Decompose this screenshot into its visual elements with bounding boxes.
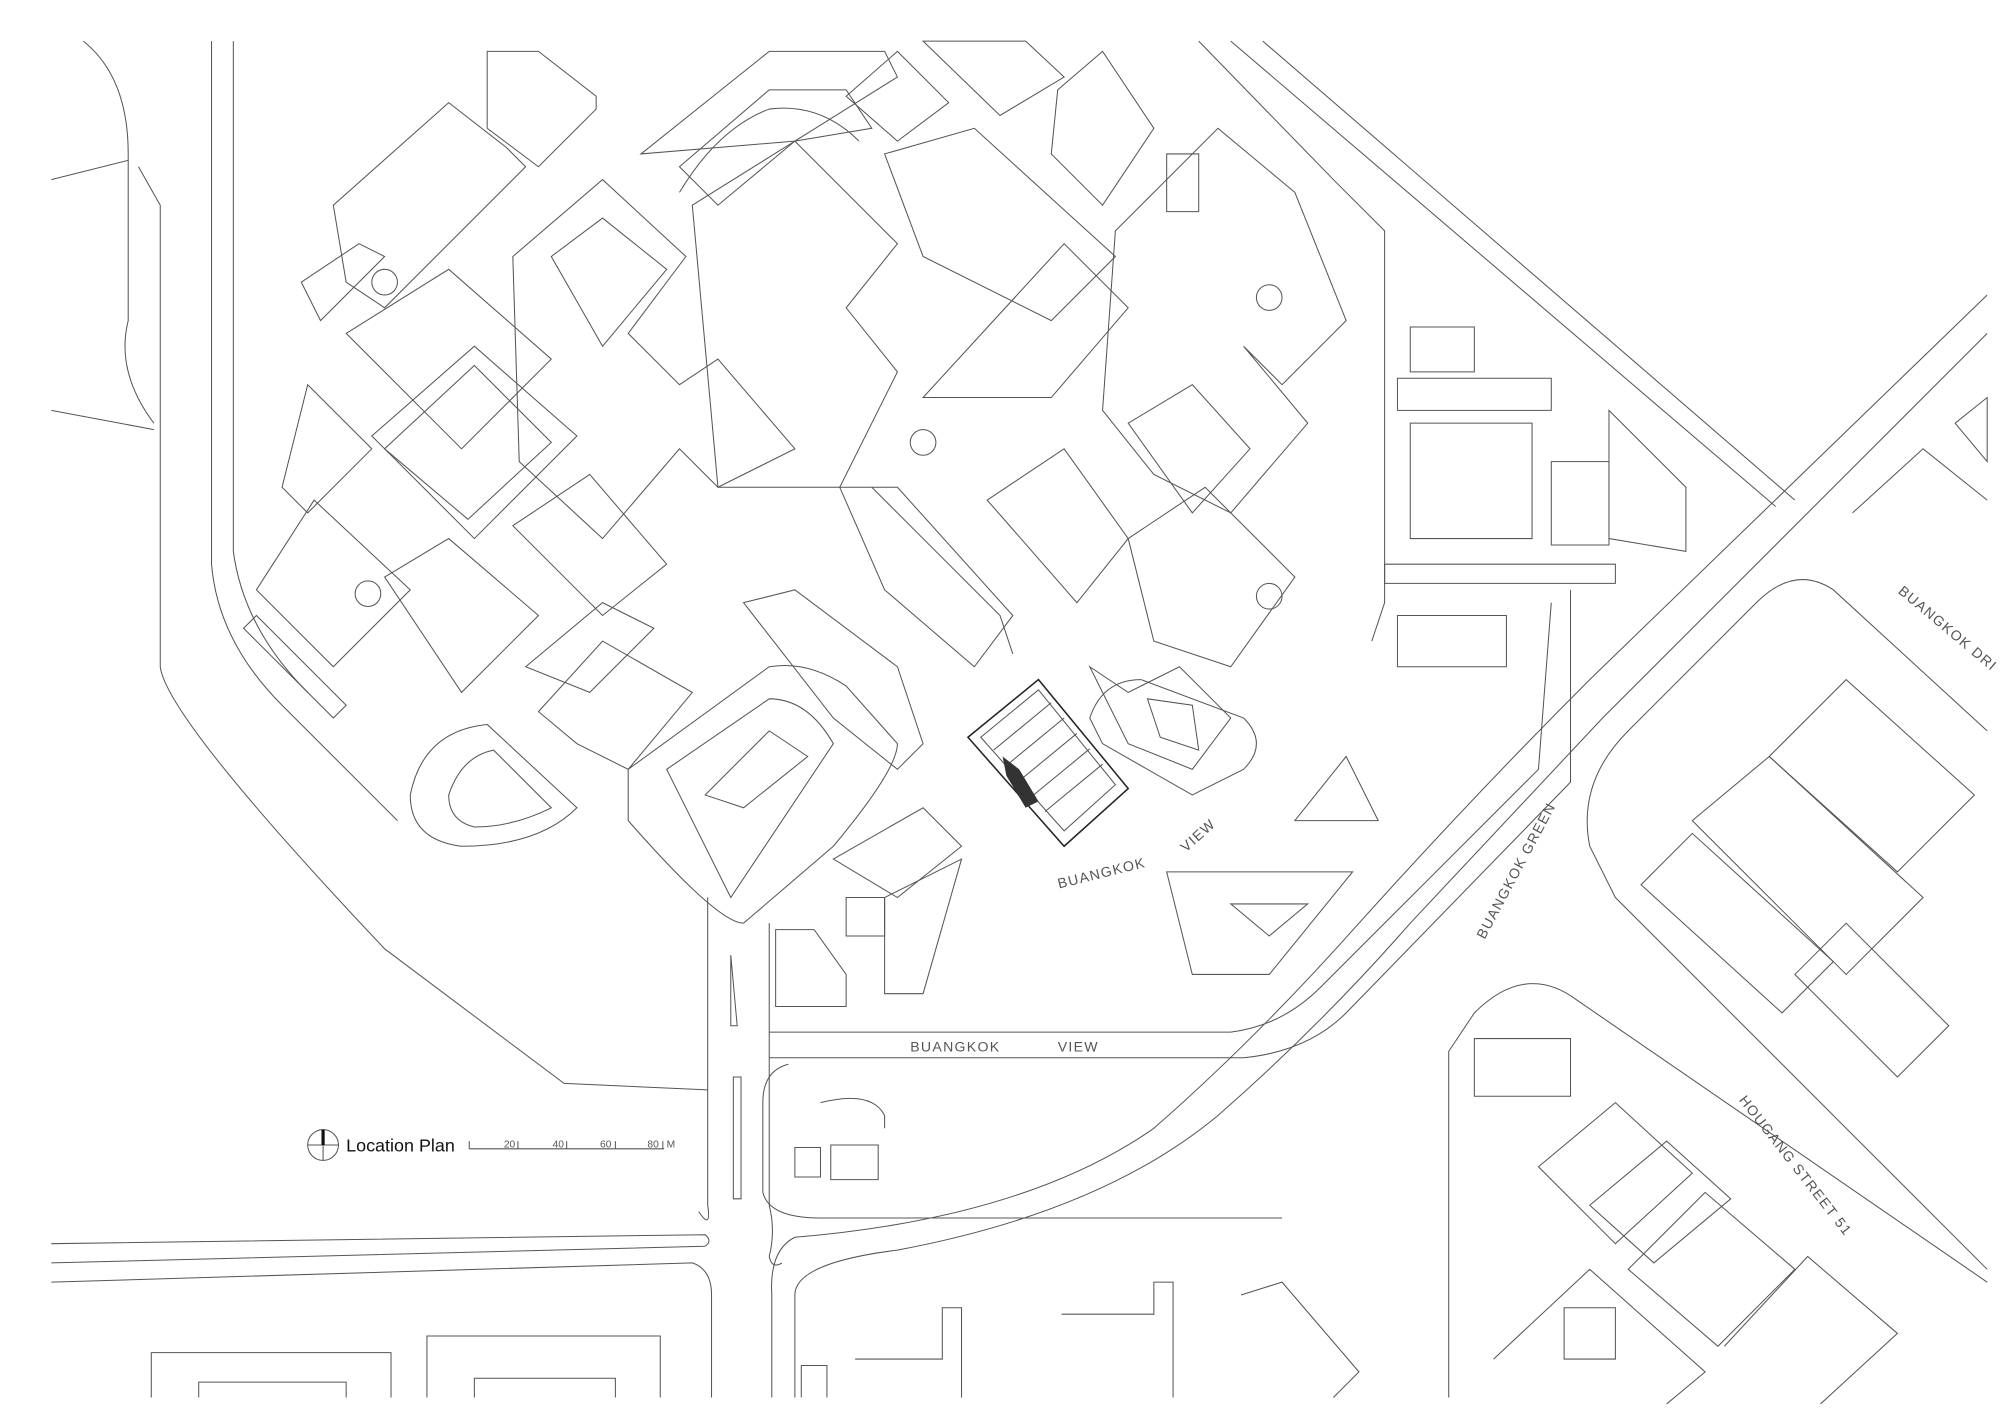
parking-rings	[409, 107, 1257, 924]
scale-tick-label: 20	[504, 1140, 516, 1151]
blocks-south	[150, 1281, 1360, 1398]
scale-tick-label: 80	[647, 1140, 659, 1151]
street-label-buangkok-view: VIEW	[1177, 815, 1218, 854]
street-label-buangkok-green: BUANGKOK GREEN	[1473, 800, 1558, 942]
housing-blocks-east	[1493, 396, 1988, 1405]
street-label-buangkok-view: BUANGKOK	[910, 1038, 1000, 1054]
street-label-buangkok-view: VIEW	[1058, 1038, 1099, 1054]
scale-tick-label: 40	[553, 1140, 565, 1151]
street-label-buangkok-drive: BUANGKOK DRI	[1896, 582, 2000, 674]
scale-tick-label: 60	[600, 1140, 612, 1151]
street-label-buangkok-view: BUANGKOK	[1056, 854, 1147, 891]
campus-buildings	[242, 40, 1347, 771]
site-building-highlight	[966, 678, 1130, 848]
side-blocks	[775, 326, 1687, 1181]
scale-bar: 20 40 60 80 M	[468, 1140, 676, 1151]
roundabouts	[354, 268, 1283, 610]
legend: Location Plan 20 40 60 80 M	[307, 1129, 676, 1161]
roads	[51, 40, 1988, 1398]
street-label-hougang-street-51: HOUGANG STREET 51	[1736, 1092, 1855, 1239]
legend-title: Location Plan	[346, 1135, 455, 1155]
street-labels: BUANGKOK VIEW BUANGKOK VIEW BUANGKOK GRE…	[910, 582, 2000, 1238]
north-arrow-icon	[307, 1129, 339, 1161]
scale-unit: M	[667, 1140, 676, 1151]
